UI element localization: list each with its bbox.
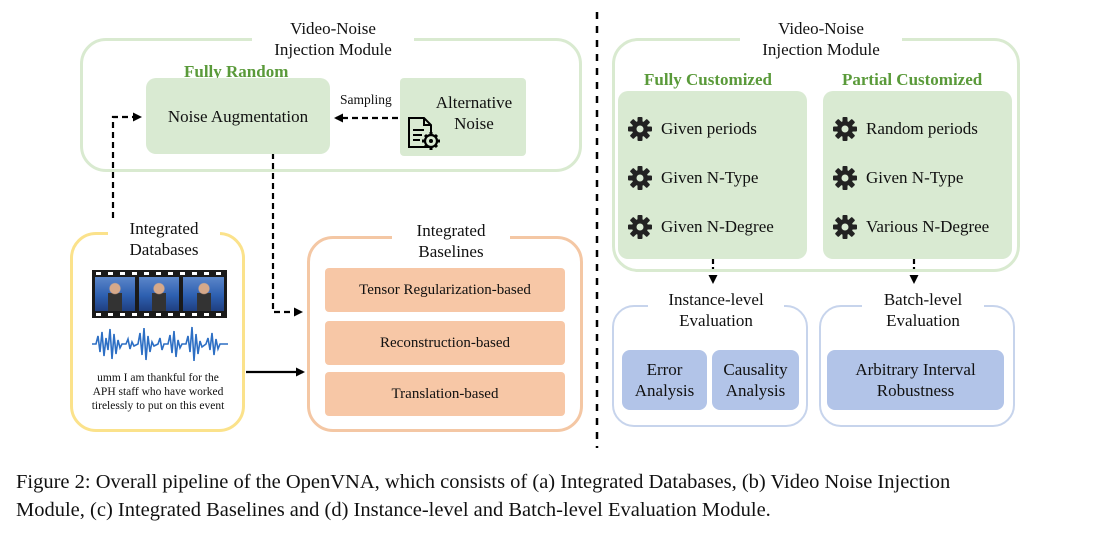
partial-item: Given N-Type [832, 165, 963, 191]
instance-evaluation-title: Instance-level Evaluation [648, 289, 784, 331]
video-frame [183, 277, 224, 311]
fully-item: Given N-Type [627, 165, 758, 191]
gear-icon [628, 166, 652, 190]
transcript-text: umm I am thankful for the APH staff who … [91, 372, 225, 412]
batch-evaluation-title: Batch-level Evaluation [862, 289, 984, 331]
left-module-title: Video-Noise Injection Module [252, 18, 414, 60]
video-frame [95, 277, 135, 311]
gear-icon [833, 117, 857, 141]
right-module-title: Video-Noise Injection Module [740, 18, 902, 60]
causality-analysis-box: Causality Analysis [712, 350, 799, 410]
partial-customized-title: Partial Customized [842, 70, 983, 89]
audio-waveform-icon [92, 326, 228, 362]
fully-item: Given periods [627, 116, 757, 142]
video-frame [139, 277, 179, 311]
baseline-reconstruction: Reconstruction-based [325, 321, 565, 365]
arrow-databases-to-augmentation [111, 112, 142, 218]
baselines-title: Integrated Baselines [392, 220, 510, 262]
error-analysis-box: Error Analysis [622, 350, 707, 410]
noise-augmentation-box: Noise Augmentation [146, 78, 330, 154]
alternative-noise-label: Alternative Noise [435, 93, 513, 133]
noise-augmentation-label: Noise Augmentation [167, 106, 309, 126]
caption-line-2: Module, (c) Integrated Baselines and (d)… [16, 499, 771, 521]
gear-icon [833, 215, 857, 239]
arrow-augmentation-to-baselines [271, 153, 303, 317]
baseline-translation: Translation-based [325, 372, 565, 416]
gear-icon [628, 117, 652, 141]
figure-caption: Figure 2: Overall pipeline of the OpenVN… [16, 468, 1086, 524]
partial-item: Random periods [832, 116, 978, 142]
fully-customized-title: Fully Customized [644, 70, 772, 89]
alternative-noise-box: Alternative Noise [400, 78, 526, 156]
fully-random-label: Fully Random [184, 62, 289, 81]
gear-icon [628, 215, 652, 239]
databases-title: Integrated Databases [108, 218, 220, 260]
video-filmstrip [92, 270, 227, 318]
audio-waveform [92, 326, 228, 362]
fully-customized-box [618, 91, 807, 259]
baseline-tensor-regularization: Tensor Regularization-based [325, 268, 565, 312]
partial-customized-box [823, 91, 1012, 259]
document-gear-icon [408, 117, 440, 150]
arbitrary-interval-box: Arbitrary Interval Robustness [827, 350, 1004, 410]
fully-item: Given N-Degree [627, 214, 774, 240]
sampling-label: Sampling [340, 92, 392, 107]
caption-line-1: Figure 2: Overall pipeline of the OpenVN… [16, 471, 951, 493]
gear-icon [833, 166, 857, 190]
partial-item: Various N-Degree [832, 214, 989, 240]
